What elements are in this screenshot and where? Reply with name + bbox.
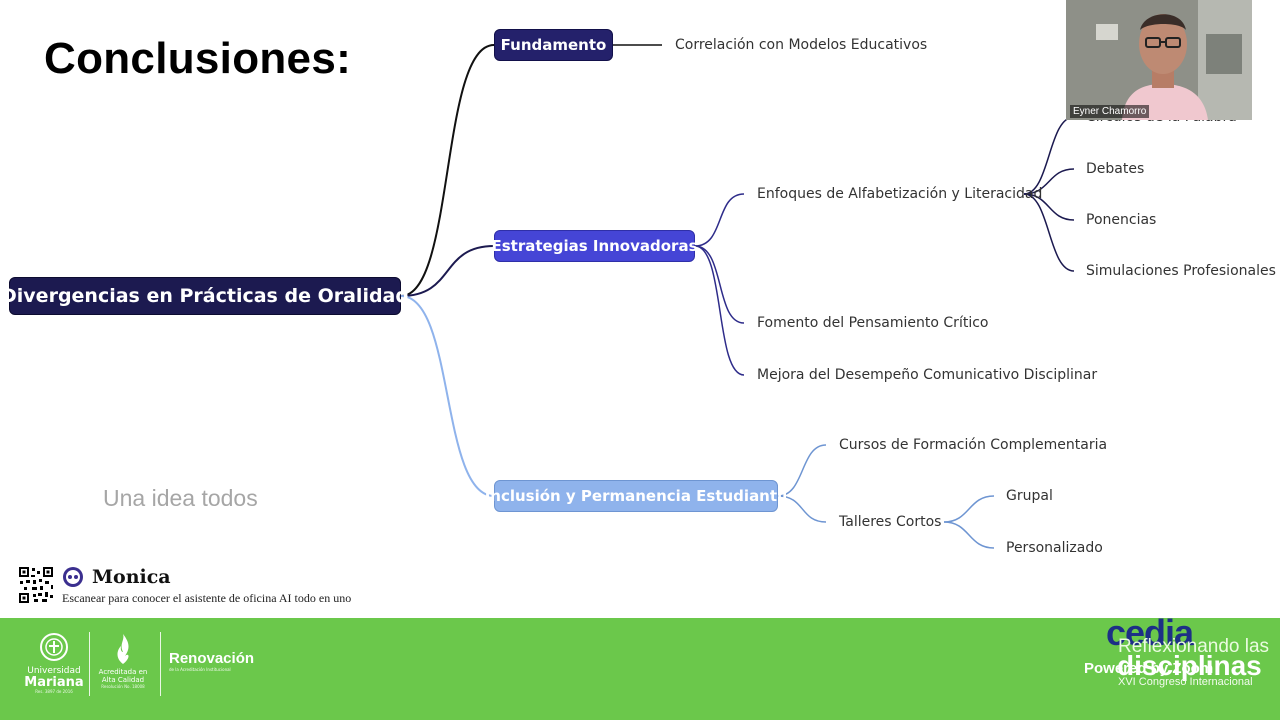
leaf-debates[interactable]: Debates xyxy=(1086,161,1145,177)
connector-enfoques-ponencias xyxy=(1023,193,1075,221)
connector-root-fundamento xyxy=(400,44,495,297)
slide-title: Conclusiones: xyxy=(44,34,352,83)
leaf-fomento[interactable]: Fomento del Pensamiento Crítico xyxy=(757,315,989,331)
um-line1: Universidad xyxy=(27,666,81,676)
university-seal-icon xyxy=(40,633,68,661)
connector-estrategias-fomento xyxy=(694,245,745,324)
monica-subtitle: Escanear para conocer el asistente de of… xyxy=(62,591,352,605)
leaf-grupal[interactable]: Grupal xyxy=(1006,488,1053,504)
participant-video-tile[interactable]: Eyner Chamorro xyxy=(1066,0,1252,120)
qr-code-icon[interactable] xyxy=(18,566,54,604)
acr-fine: Resolución No. 18008 xyxy=(101,684,145,689)
reflexionando-text: Reflexionando las xyxy=(1118,636,1270,657)
connector-enfoques-debates xyxy=(1023,168,1075,195)
branch-estrategias-innovadoras[interactable]: Estrategias Innovadoras xyxy=(492,230,698,262)
connector-root-inclusion xyxy=(400,295,495,497)
cedia-logo: cedia xyxy=(1106,612,1194,653)
connector-talleres-personalizado xyxy=(943,521,995,549)
aside-text: Una idea todos xyxy=(103,485,258,511)
branch-fundamento[interactable]: Fundamento xyxy=(494,29,613,61)
um-fine: Res. 3897 de 2016 xyxy=(35,689,73,694)
congreso-text: XVI Congreso Internacional xyxy=(1118,676,1253,688)
connector-root-estrategias xyxy=(400,245,495,297)
leaf-correlacion[interactable]: Correlación con Modelos Educativos xyxy=(675,37,928,53)
connector-enfoques-simulaciones xyxy=(1023,193,1075,272)
connector-estrategias-mejora xyxy=(694,245,745,376)
footer-divider xyxy=(160,632,161,696)
mindmap-connectors xyxy=(400,44,1075,549)
um-line2: Mariana xyxy=(24,675,84,690)
acreditada-logo: Acreditada en Alta Calidad Resolución No… xyxy=(97,632,149,689)
leaf-talleres[interactable]: Talleres Cortos xyxy=(839,514,942,530)
connector-talleres-grupal xyxy=(943,495,995,523)
leaf-simulaciones[interactable]: Simulaciones Profesionales xyxy=(1086,263,1276,279)
leaf-mejora[interactable]: Mejora del Desempeño Comunicativo Discip… xyxy=(757,367,1098,383)
disciplinas-text: disciplinas xyxy=(1117,650,1262,681)
participant-video-feed xyxy=(1066,0,1252,120)
branch-inclusion-permanencia[interactable]: Inclusión y Permanencia Estudiantil xyxy=(485,480,787,512)
footer-banner xyxy=(0,618,1280,720)
participant-name: Eyner Chamorro xyxy=(1070,105,1150,118)
mindmap-root-node[interactable]: Divergencias en Prácticas de Oralidad xyxy=(1,277,409,315)
renovacion-logo: Renovación de la Acreditación Institucio… xyxy=(169,650,254,672)
universidad-mariana-logo: Universidad Mariana Res. 3897 de 2016 xyxy=(24,632,84,694)
footer-divider xyxy=(89,632,90,696)
leaf-cursos[interactable]: Cursos de Formación Complementaria xyxy=(839,437,1108,453)
flame-icon xyxy=(117,634,129,664)
powered-by-zoom: Powered by Zoom xyxy=(1084,660,1214,677)
renovacion-title: Renovación xyxy=(169,650,255,667)
monica-promo[interactable]: Monica Escanear para conocer el asistent… xyxy=(18,566,351,606)
connector-estrategias-enfoques xyxy=(694,193,745,247)
connector-inclusion-talleres xyxy=(777,495,827,523)
leaf-ponencias[interactable]: Ponencias xyxy=(1086,212,1157,228)
renovacion-sub: de la Acreditación Institucional xyxy=(169,667,231,672)
acr-line: Acreditada en Alta Calidad xyxy=(98,668,148,684)
monica-logo-icon xyxy=(63,567,83,587)
monica-name: Monica xyxy=(92,566,171,588)
leaf-enfoques[interactable]: Enfoques de Alfabetización y Literacidad xyxy=(757,186,1043,202)
leaf-personalizado[interactable]: Personalizado xyxy=(1006,540,1103,556)
connector-inclusion-cursos xyxy=(777,444,827,497)
